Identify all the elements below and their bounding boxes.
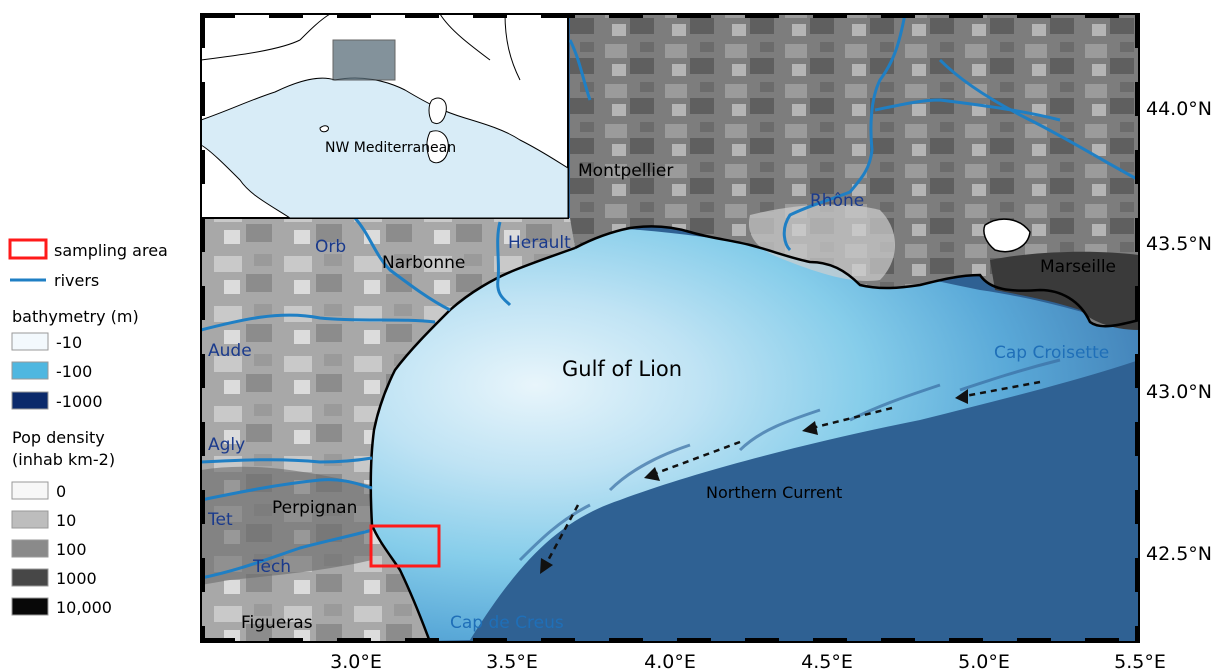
cap-de-creus-label: Cap de Creus [450, 613, 564, 633]
legend: sampling area rivers bathymetry (m) -10 … [8, 238, 168, 617]
rivers [200, 13, 1140, 580]
river-durance [938, 58, 1140, 182]
river-label-aude: Aude [208, 341, 252, 361]
lat-tick-label: 43.0°N [1146, 381, 1212, 403]
legend-sampling-swatch [8, 238, 48, 260]
current-arrowheads [540, 389, 968, 574]
inset-study-area [332, 39, 396, 81]
legend-pop-subtitle: (inhab km-2) [12, 450, 115, 469]
river-tributary [874, 98, 1061, 122]
longitude-axis: 3.0°E 3.5°E 4.0°E 4.5°E 5.0°E 5.5°E [330, 651, 1166, 672]
river-label-tet: Tet [207, 510, 233, 530]
legend-pop-label: 0 [56, 482, 66, 501]
inset-baleares [319, 125, 329, 133]
continental-shelf [365, 228, 1139, 642]
legend-pop-label: 10,000 [56, 598, 112, 617]
river-tet [200, 478, 373, 502]
city-marseille: Marseille [1040, 257, 1116, 277]
legend-bathymetry-title: bathymetry (m) [12, 307, 139, 326]
legend-bathy-swatch [11, 332, 49, 351]
river-orb [353, 217, 451, 312]
city-montpellier: Montpellier [578, 161, 673, 181]
submarine-canyons [518, 358, 1061, 562]
pyrenees [201, 466, 372, 585]
northern-current-label: Northern Current [706, 483, 842, 502]
legend-bathy-swatch [11, 391, 49, 410]
lon-tick-label: 5.5°E [1114, 651, 1166, 672]
lon-tick-label: 4.5°E [801, 651, 853, 672]
legend-pop-title: Pop density [12, 428, 105, 447]
river-label-agly: Agly [208, 435, 245, 455]
river-label-orb: Orb [315, 237, 346, 257]
city-figueras: Figueras [241, 613, 313, 633]
legend-pop-swatch [11, 510, 49, 529]
legend-sampling-label: sampling area [54, 241, 168, 260]
inset-map: NW Mediterranean [200, 13, 569, 219]
legend-pop-swatch [11, 568, 49, 587]
inset-sardinia [426, 130, 449, 164]
legend-river-label: rivers [54, 271, 99, 290]
river-agly [200, 456, 373, 464]
sampling-area-box [369, 524, 441, 568]
river-herault [496, 221, 512, 307]
river-aude [200, 313, 436, 332]
marseille-urban [990, 251, 1139, 330]
legend-pop-label: 10 [56, 511, 76, 530]
lat-tick-label: 44.0°N [1146, 98, 1212, 120]
legend-bathy-label: -100 [56, 362, 92, 381]
inset-corsica [428, 97, 447, 125]
inset-label: NW Mediterranean [325, 140, 456, 156]
legend-pop-swatch [11, 481, 49, 500]
inset-borders [200, 13, 521, 81]
legend-bathy-label: -1000 [56, 392, 103, 411]
river-label-tech: Tech [252, 557, 291, 577]
river-tech [200, 528, 373, 580]
legend-bathy-swatch [11, 361, 49, 380]
etang-de-berre [983, 218, 1031, 253]
legend-pop-swatch [11, 597, 49, 616]
river-label-rhone: Rhône [810, 191, 864, 211]
lon-tick-label: 3.0°E [330, 651, 382, 672]
current-arrows [543, 380, 1041, 567]
lat-tick-label: 43.5°N [1146, 233, 1212, 255]
city-perpignan: Perpignan [272, 498, 357, 518]
river-label-herault: Herault [508, 233, 571, 253]
coastline-east [574, 225, 1140, 328]
inset-sea [200, 77, 569, 219]
river-rhone [782, 13, 907, 252]
lat-tick-label: 42.5°N [1146, 543, 1212, 565]
river-gard [568, 39, 592, 101]
legend-pop-label: 1000 [56, 569, 97, 588]
legend-pop-label: 100 [56, 540, 87, 559]
gulf-of-lion-label: Gulf of Lion [562, 357, 682, 381]
lon-tick-label: 5.0°E [958, 651, 1010, 672]
latitude-axis: 44.0°N 43.5°N 43.0°N 42.5°N [1146, 98, 1212, 565]
legend-bathy-label: -10 [56, 333, 82, 352]
map-frame [200, 13, 1140, 643]
lon-tick-label: 4.0°E [644, 651, 696, 672]
city-narbonne: Narbonne [382, 253, 465, 273]
cap-croisette-label: Cap Croisette [994, 343, 1109, 363]
lon-tick-label: 3.5°E [486, 651, 538, 672]
legend-pop-swatch [11, 539, 49, 558]
